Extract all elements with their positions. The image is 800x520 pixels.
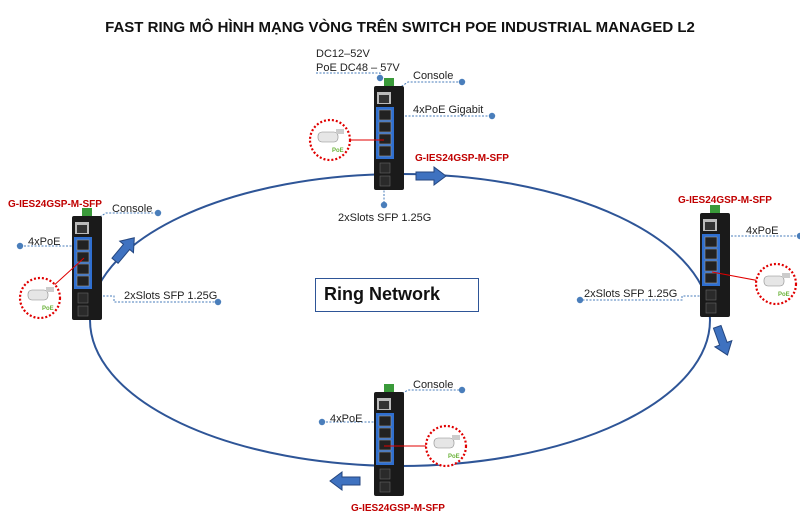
bottom-poe-ports-label: 4xPoE: [330, 413, 363, 425]
ring-arrow-right: [712, 324, 733, 356]
poe-port: [378, 145, 392, 157]
top-console-dot: [458, 78, 466, 86]
top-camera-icon: [317, 131, 339, 143]
sfp-slot: [77, 292, 89, 304]
bottom-poe-dot: [318, 418, 326, 426]
top-model-label: G-IES24GSP-M-SFP: [415, 153, 509, 164]
right-camera-mount: [782, 273, 790, 278]
left-console-line: [81, 212, 158, 229]
left-console-dot: [154, 209, 162, 217]
right-model-label: G-IES24GSP-M-SFP: [678, 195, 772, 206]
ring-arrow-bottom: [329, 471, 361, 491]
ring-arrow-left: [111, 237, 135, 265]
power-terminal: [384, 78, 394, 86]
top-sfp-dot: [380, 201, 388, 209]
sfp-slot: [77, 305, 89, 317]
left-camera-mount: [46, 287, 54, 292]
poe-port: [378, 439, 392, 451]
poe-port: [378, 427, 392, 439]
console-port-jack: [379, 95, 389, 103]
poe-port: [704, 272, 718, 284]
poe-port: [704, 248, 718, 260]
top-camera-mount: [336, 129, 344, 134]
sfp-slot: [705, 302, 717, 314]
top-poe-dot: [488, 112, 496, 120]
bottom-console-dot: [458, 386, 466, 394]
right-camera-icon: [763, 275, 785, 287]
power-terminal: [82, 208, 92, 216]
right-sfp-dot: [576, 296, 584, 304]
console-port-jack: [379, 401, 389, 409]
console-port-jack: [705, 222, 715, 230]
right-sfp-line: [580, 295, 710, 301]
top-console-line: [383, 81, 462, 99]
bottom-camera-mount: [452, 435, 460, 440]
left-poe-dot: [16, 242, 24, 250]
bottom-console-label: Console: [413, 379, 454, 391]
sfp-slot: [379, 468, 391, 480]
left-model-label: G-IES24GSP-M-SFP: [8, 199, 102, 210]
left-sfp-dot: [214, 298, 222, 306]
top-poe-badge: PoE: [332, 148, 344, 154]
left-camera-icon: [27, 289, 49, 301]
left-sfp-label: 2xSlots SFP 1.25G: [124, 290, 218, 302]
ring-arrow-top: [415, 166, 447, 186]
poe-port: [378, 109, 392, 121]
bottom-switch: [374, 384, 404, 496]
power-terminal: [384, 384, 394, 392]
poe-port: [76, 239, 90, 251]
left-switch: [72, 208, 102, 320]
poe-port: [378, 415, 392, 427]
bottom-console-line: [383, 389, 462, 405]
bottom-model-label: G-IES24GSP-M-SFP: [351, 503, 445, 514]
left-console-label: Console: [112, 203, 153, 215]
poe-port: [76, 251, 90, 263]
poe-port: [378, 121, 392, 133]
poe-port: [76, 263, 90, 275]
bottom-poe-badge: PoE: [448, 454, 460, 460]
top-console-label: Console: [413, 70, 454, 82]
right-switch: [700, 205, 730, 317]
poe-port: [704, 236, 718, 248]
poe-port: [704, 260, 718, 272]
poe-port: [378, 133, 392, 145]
top-poe-ports-label: 4xPoE Gigabit: [413, 104, 484, 116]
left-poe-ports-label: 4xPoE: [28, 236, 61, 248]
top-power-label: DC12–52V: [316, 48, 370, 60]
poe-port: [378, 451, 392, 463]
right-poe-ports-label: 4xPoE: [746, 225, 779, 237]
right-poe-badge: PoE: [778, 292, 790, 298]
top-switch: [374, 78, 404, 190]
ring-network-label: Ring Network: [315, 278, 479, 312]
right-poe-dot: [796, 232, 800, 240]
sfp-slot: [379, 481, 391, 493]
top-sfp-label: 2xSlots SFP 1.25G: [338, 212, 432, 224]
poe-port: [76, 275, 90, 287]
bottom-camera-icon: [433, 437, 455, 449]
top-power-dot: [376, 74, 384, 82]
power-terminal: [710, 205, 720, 213]
diagram-title: FAST RING MÔ HÌNH MẠNG VÒNG TRÊN SWITCH …: [105, 19, 695, 36]
console-port-jack: [77, 225, 87, 233]
sfp-slot: [379, 175, 391, 187]
left-poe-badge: PoE: [42, 306, 54, 312]
sfp-slot: [379, 162, 391, 174]
sfp-slot: [705, 289, 717, 301]
top-poe-power-label: PoE DC48 – 57V: [316, 62, 400, 74]
right-sfp-label: 2xSlots SFP 1.25G: [584, 288, 678, 300]
